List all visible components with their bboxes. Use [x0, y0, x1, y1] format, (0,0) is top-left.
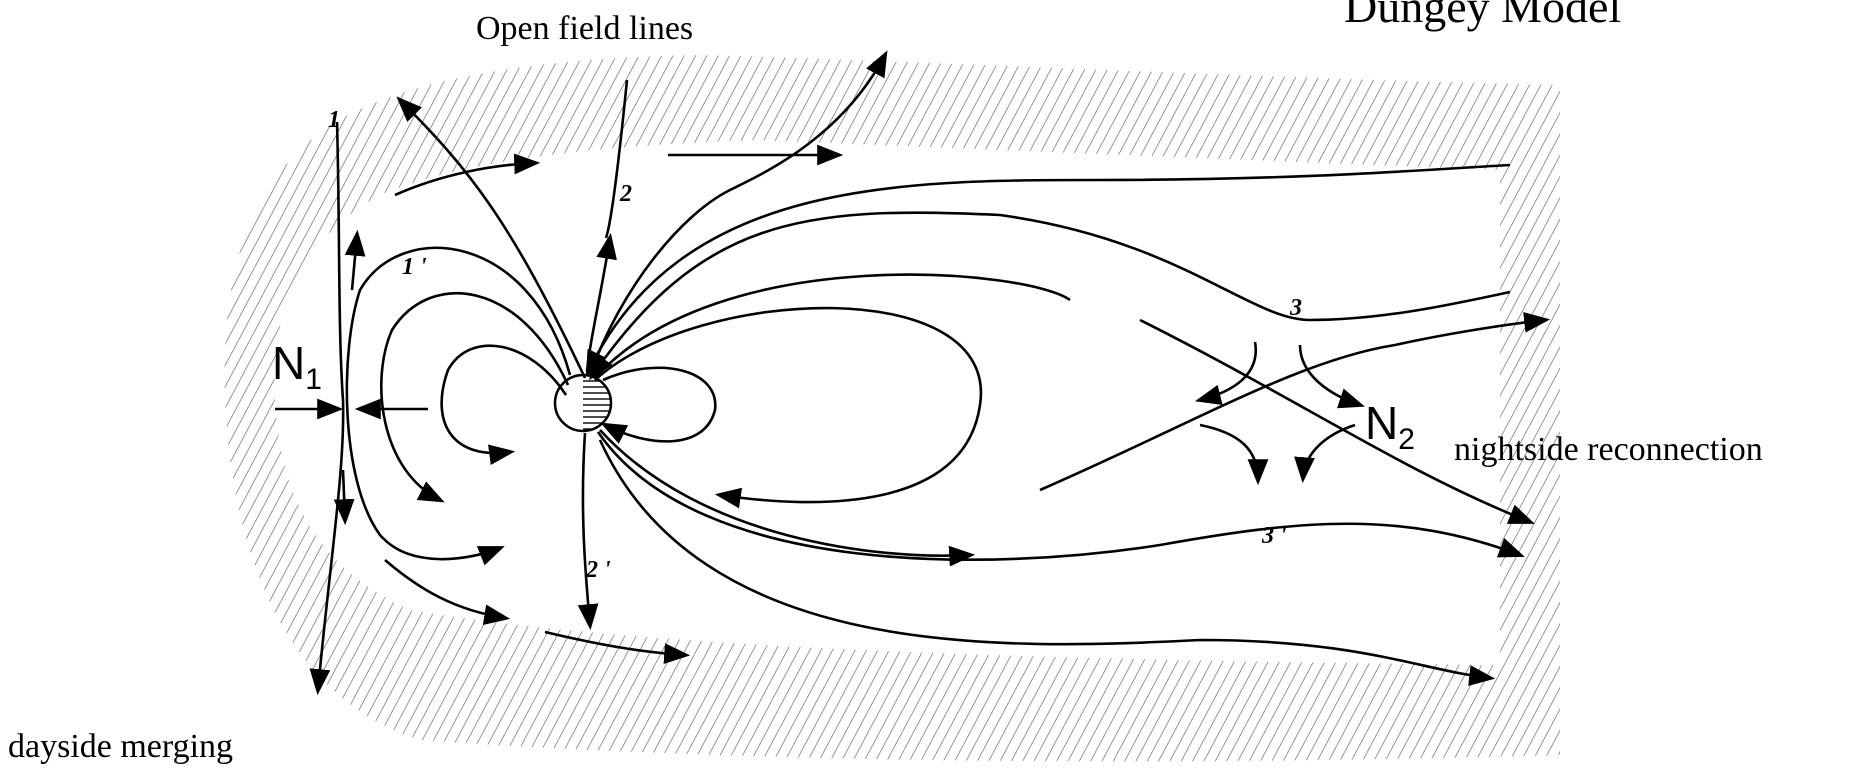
- tail-line-upper-3: [589, 211, 1511, 381]
- sheath-flow-bottom-2: [544, 630, 691, 664]
- line-number-3: 3: [1290, 295, 1302, 321]
- tail-loop-2-return: [599, 429, 976, 567]
- dayside-merging-label: dayside merging: [8, 728, 234, 765]
- open-line-left: [396, 96, 587, 379]
- line-number-1-prime: 1 ': [402, 254, 427, 280]
- dayside-loop-inner: [440, 344, 568, 466]
- tail-cross-down: [1139, 318, 1535, 524]
- tail-loop-2: [594, 273, 1071, 379]
- outflow-down: [333, 469, 355, 526]
- n2-arc-br: [1294, 423, 1356, 484]
- open-line-right: [588, 50, 888, 376]
- diagram-title: Dungey Model: [1344, 0, 1622, 32]
- nightside-small-loop: [600, 366, 717, 444]
- tail-cross-up: [1039, 311, 1551, 492]
- line-number-3-prime: 3 ': [1262, 523, 1287, 549]
- sheath-flow-top-1: [394, 153, 541, 197]
- line-number-2-prime: 2 ': [586, 557, 611, 583]
- open-line-2-lower: [585, 232, 617, 373]
- magnetosheath: [224, 55, 1561, 762]
- nightside-reconnection-label: nightside reconnection: [1454, 431, 1763, 468]
- earth: [553, 373, 613, 433]
- tail-loop-1: [594, 306, 983, 509]
- tail-line-upper-outer: [585, 163, 1511, 377]
- tail-line-lower-3p: [596, 431, 1525, 561]
- outflow-up: [344, 229, 366, 291]
- line-number-2: 2: [620, 181, 632, 207]
- tail-line-lower-outer: [598, 439, 1496, 686]
- x-point-n2: N2: [1365, 397, 1415, 456]
- dayside-loop-mid: [380, 291, 570, 503]
- x-point-n1: N1: [272, 337, 322, 396]
- field-lines: [275, 50, 1551, 696]
- sheath-flow-bottom-1: [384, 559, 511, 625]
- n2-arc-tr: [1298, 344, 1365, 409]
- open-line-2: [604, 79, 629, 239]
- n2-arc-bl: [1199, 423, 1269, 486]
- n2-arc-tl: [1194, 341, 1258, 406]
- dayside-loop-outer: [345, 246, 572, 566]
- open-line-2p: [577, 432, 599, 631]
- open-field-lines-label: Open field lines: [476, 10, 694, 47]
- line-number-1: 1: [328, 107, 340, 133]
